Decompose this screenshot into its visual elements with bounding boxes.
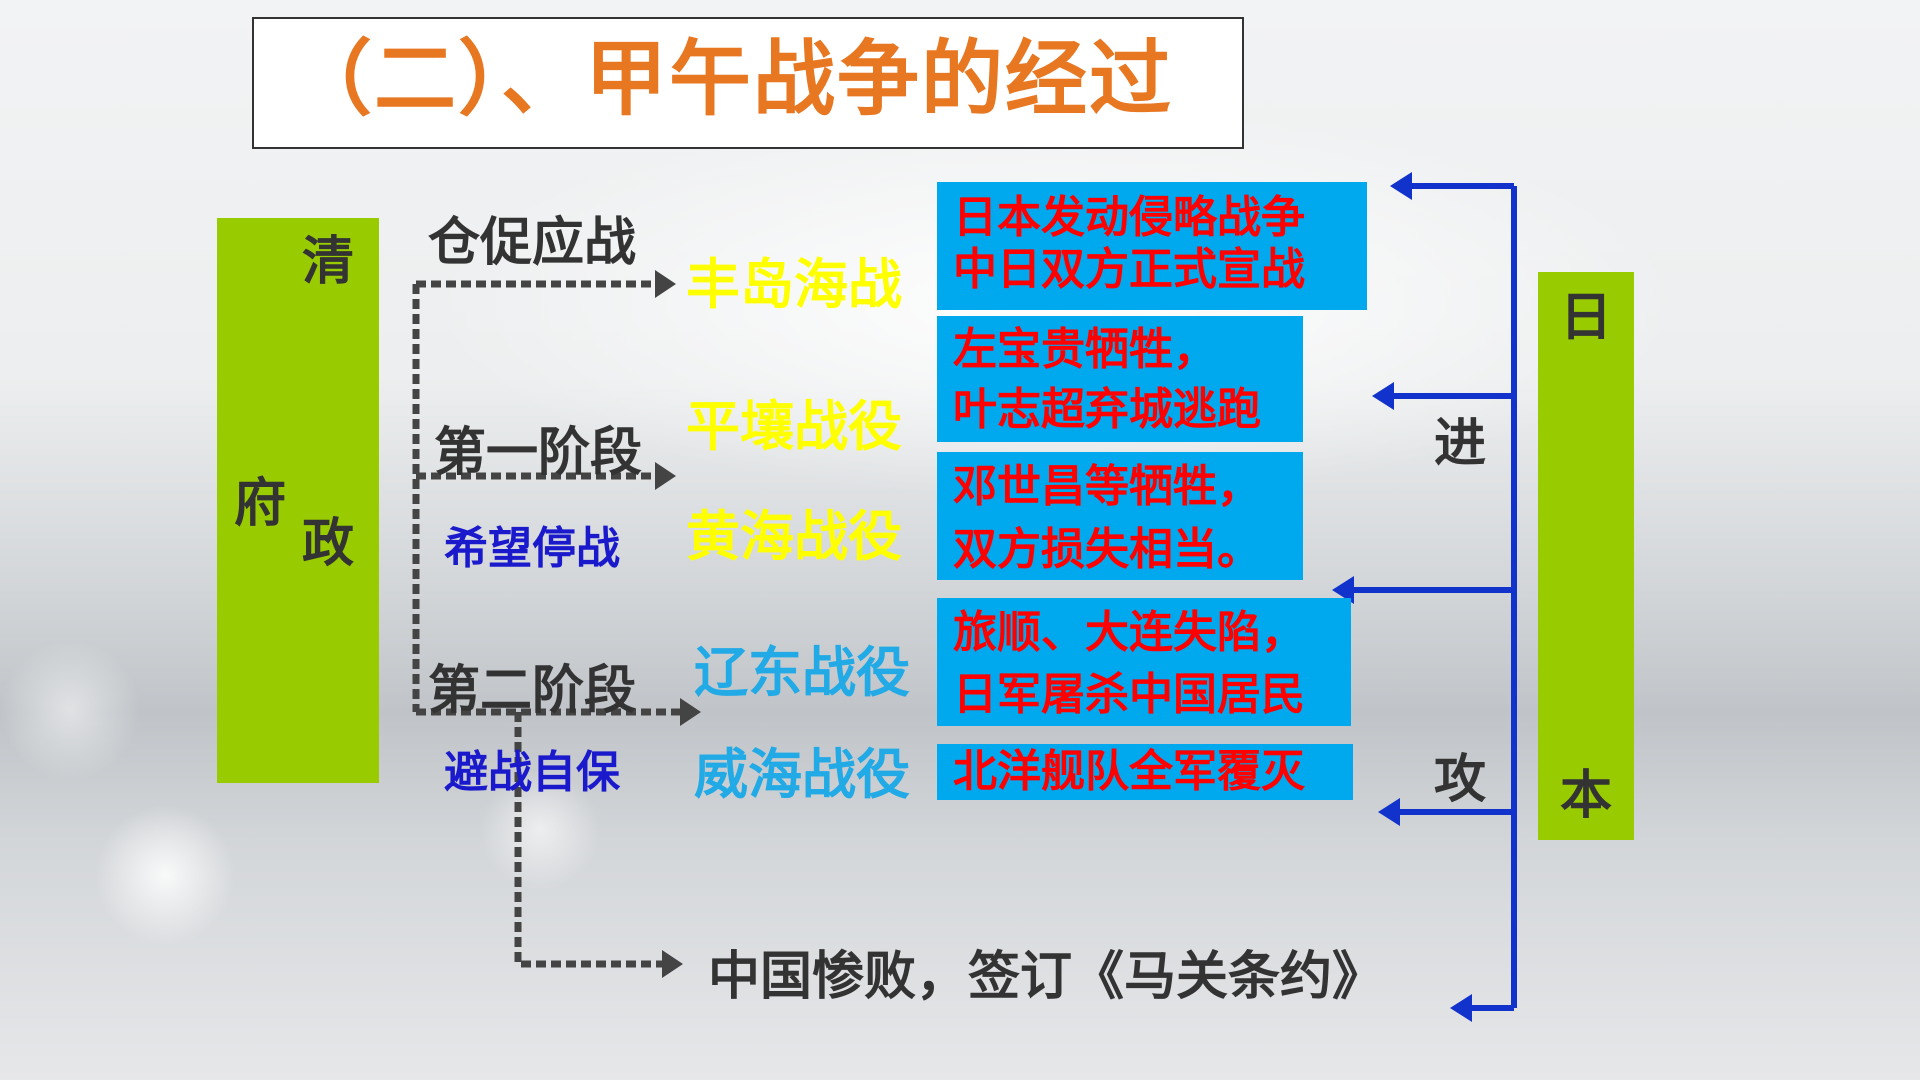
qing-char-3: 府 [234, 474, 287, 534]
war-outcome: 中国惨败，签订《马关条约》 [708, 947, 1385, 1007]
stage-hasty-label: 仓促应战 [428, 213, 637, 273]
result-text: 日军屠杀中国居民 [953, 669, 1305, 720]
second-stage-attitude: 避战自保 [444, 747, 620, 798]
title-box [252, 17, 1244, 149]
result-box-fengdao: 日本发动侵略战争 中日双方正式宣战 [937, 182, 1367, 310]
blue-arrowhead-1 [1390, 172, 1412, 200]
japan-char-1: 日 [1560, 288, 1613, 348]
first-stage-attitude: 希望停战 [444, 523, 620, 574]
battle-fengdao: 丰岛海战 [686, 253, 902, 316]
blue-arrowhead-5 [1450, 994, 1472, 1022]
battle-weihai: 威海战役 [694, 743, 910, 806]
result-text: 旅顺、大连失陷， [953, 607, 1305, 658]
attack-char-2: 攻 [1434, 750, 1487, 810]
stage-second-label: 第二阶段 [428, 661, 637, 721]
result-box-pyongyang: 左宝贵牺牲， 叶志超弃城逃跑 [937, 316, 1303, 442]
page-title: （二）、甲午战争的经过 [290, 32, 1174, 127]
battle-yellow-sea: 黄海战役 [686, 505, 902, 568]
result-text: 邓世昌等牺牲， [953, 461, 1261, 512]
japan-bar [1538, 272, 1634, 840]
result-text: 北洋舰队全军覆灭 [953, 746, 1305, 797]
result-box-liaodong: 旅顺、大连失陷， 日军屠杀中国居民 [937, 598, 1351, 726]
blue-arrowhead-2 [1372, 382, 1394, 410]
arrowhead-outcome [662, 950, 683, 978]
battle-liaodong: 辽东战役 [694, 641, 910, 704]
stage-first-label: 第一阶段 [434, 423, 643, 483]
qing-char-2: 政 [302, 514, 355, 574]
blue-arrowhead-3 [1332, 576, 1354, 604]
arrowhead-fengdao [655, 270, 676, 298]
attack-char-1: 进 [1434, 414, 1487, 474]
arrowhead-first-stage [655, 462, 676, 490]
result-text: 日本发动侵略战争 [953, 192, 1305, 243]
result-box-yellow-sea: 邓世昌等牺牲， 双方损失相当。 [937, 452, 1303, 580]
blue-arrowhead-4 [1378, 798, 1400, 826]
qing-char-1: 清 [302, 232, 355, 292]
outcome-trunk-line [514, 712, 672, 968]
result-text: 中日双方正式宣战 [953, 244, 1305, 295]
result-text: 左宝贵牺牲， [953, 324, 1217, 375]
result-box-weihai: 北洋舰队全军覆灭 [937, 744, 1353, 800]
arrowhead-second-stage [680, 698, 701, 726]
japan-char-2: 本 [1560, 766, 1613, 826]
result-text: 双方损失相当。 [953, 524, 1261, 575]
result-text: 叶志超弃城逃跑 [953, 384, 1261, 435]
battle-pyongyang: 平壤战役 [686, 395, 902, 458]
qing-government-bar [217, 218, 379, 783]
